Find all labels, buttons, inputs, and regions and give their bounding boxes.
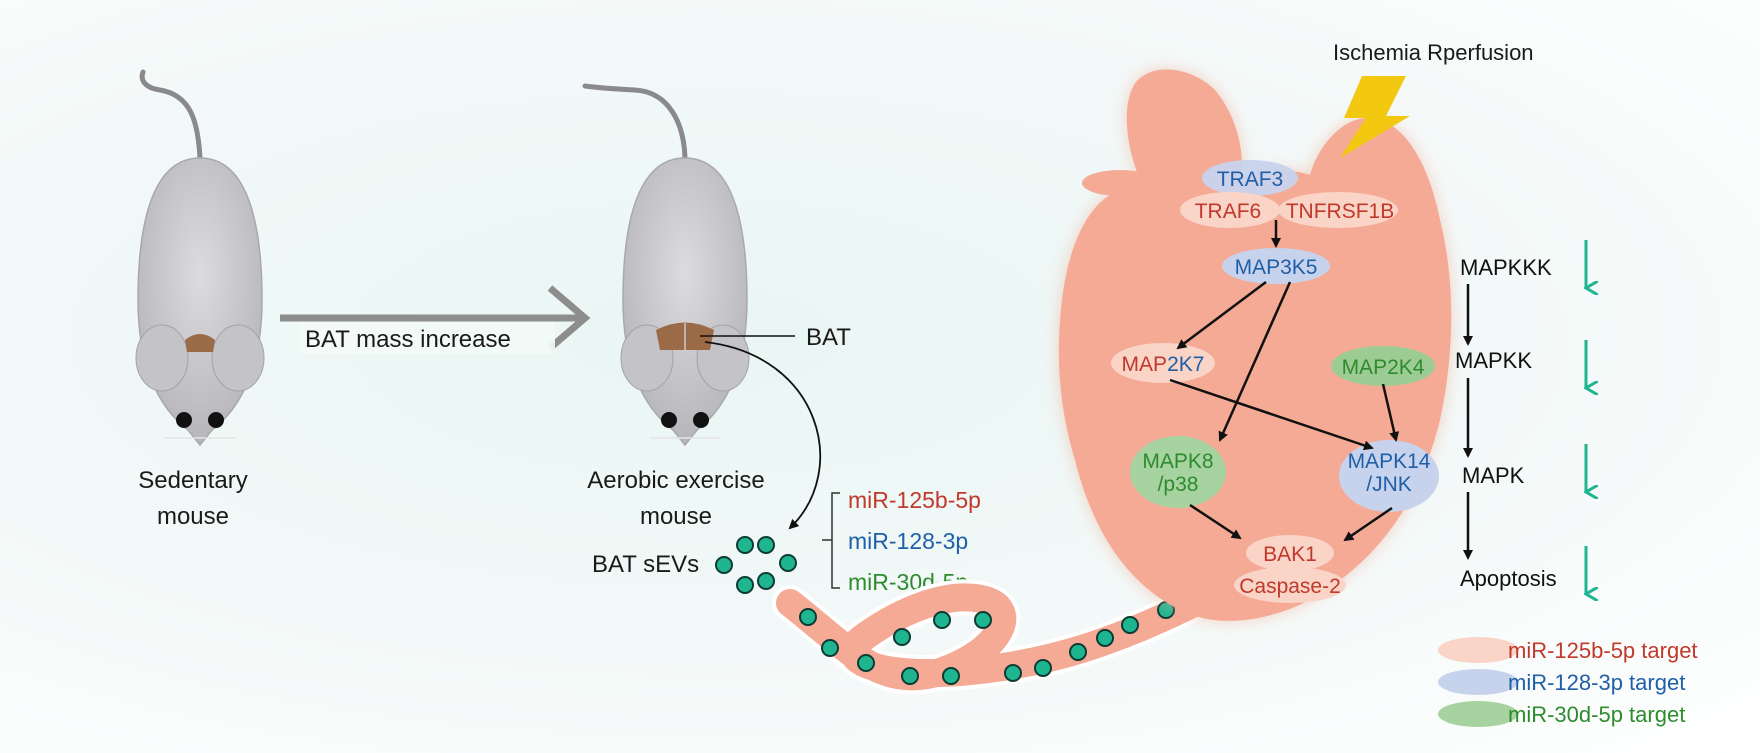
transition-label-bg	[300, 322, 555, 354]
pathway-arrows	[1169, 220, 1400, 542]
mouse-eye-left	[661, 412, 677, 428]
mouse-ear-left	[135, 324, 189, 392]
map2k7-label: MAP2K7	[1122, 353, 1205, 376]
mapk14-highlight	[1339, 440, 1439, 512]
blood-vessel	[772, 579, 1218, 695]
vesicle	[757, 536, 775, 554]
vesicle	[942, 667, 960, 685]
mouse-tail	[582, 83, 688, 161]
map2k7-part-a: MAP	[1122, 353, 1168, 376]
mapk-cascade: MAPKKK MAPKK MAPK Apoptosis	[1455, 240, 1586, 594]
vesicle	[779, 554, 797, 572]
caspase2-label: Caspase-2	[1239, 575, 1341, 598]
cascade-apoptosis: Apoptosis	[1460, 566, 1557, 591]
vesicle	[893, 628, 911, 646]
traf3-label: TRAF3	[1217, 168, 1284, 191]
lightning-bolt-icon	[1340, 76, 1410, 158]
cascade-mapk: MAPK	[1462, 463, 1525, 488]
vesicle	[799, 608, 817, 626]
traf6-highlight	[1180, 192, 1280, 228]
mapk8-label-1: MAPK8	[1142, 450, 1213, 473]
vesicle	[736, 536, 754, 554]
caspase2-highlight	[1234, 567, 1346, 603]
vesicle	[1034, 659, 1052, 677]
transition-arrow-head	[547, 285, 591, 351]
circulating-vesicles	[799, 588, 1209, 685]
aerobic-label-2: mouse	[640, 503, 712, 530]
target-highlights	[1111, 160, 1439, 603]
mouse-eye-right	[693, 412, 709, 428]
vesicle	[933, 611, 951, 629]
legend-label-2: miR-128-3p target	[1508, 670, 1685, 695]
bak1-highlight	[1246, 535, 1334, 571]
arrow-mapk14-to-bak1	[1343, 506, 1393, 542]
aerobic-label-1: Aerobic exercise	[587, 467, 764, 494]
map2k4-label: MAP2K4	[1342, 356, 1425, 379]
vesicle	[901, 667, 919, 685]
vesicle	[1004, 664, 1022, 682]
sev-cluster	[715, 536, 797, 594]
legend-swatch-blue	[1438, 669, 1518, 695]
map3k5-label: MAP3K5	[1235, 256, 1318, 279]
mapk8-highlight	[1130, 436, 1226, 508]
bat-sevs-label: BAT sEVs	[592, 551, 699, 578]
sedentary-label-1: Sedentary	[138, 467, 247, 494]
vesicle	[857, 654, 875, 672]
mouse-eye-right	[208, 412, 224, 428]
legend-swatch-red	[1438, 637, 1518, 663]
sedentary-label-2: mouse	[157, 503, 229, 530]
mapk14-label-1: MAPK14	[1348, 450, 1431, 473]
cascade-mapkk: MAPKK	[1455, 348, 1532, 373]
pathway-labels: TRAF3 TRAF6 TNFRSF1B MAP3K5 MAP2K7 MAP2K…	[1122, 168, 1431, 598]
transition-label: BAT mass increase	[305, 326, 511, 353]
vesicle	[1096, 629, 1114, 647]
legend-swatch-green	[1438, 701, 1518, 727]
vesicle	[757, 572, 775, 590]
heart	[1058, 69, 1452, 621]
tnfrsf1b-label: TNFRSF1B	[1286, 200, 1395, 223]
vesicle	[715, 556, 733, 574]
traf6-label: TRAF6	[1195, 200, 1262, 223]
legend-label-1: miR-125b-5p target	[1508, 638, 1698, 663]
vesicle	[736, 576, 754, 594]
mirna-bracket	[822, 492, 840, 589]
map3k5-highlight	[1222, 248, 1330, 284]
mouse-tail	[139, 69, 203, 161]
arrow-map3k5-to-mapk8	[1218, 281, 1292, 442]
map2k4-highlight	[1331, 346, 1435, 386]
vesicle	[821, 639, 839, 657]
mapk8-label-2: /p38	[1158, 473, 1199, 496]
legend-label-3: miR-30d-5p target	[1508, 702, 1685, 727]
bat-label: BAT	[806, 324, 851, 351]
arrow-map3k5-to-map2k7	[1176, 281, 1267, 350]
aerobic-mouse	[582, 83, 750, 447]
sedentary-mouse	[135, 69, 265, 447]
bak1-label: BAK1	[1263, 543, 1317, 566]
mirna-1: miR-125b-5p	[848, 487, 981, 513]
mirna-2: miR-128-3p	[848, 528, 968, 554]
mapk14-label-2: /JNK	[1366, 473, 1412, 496]
vesicle	[1121, 616, 1139, 634]
mouse-body	[622, 157, 748, 447]
map2k7-part-b: 2K7	[1167, 353, 1204, 376]
arrow-mapk8-to-bak1	[1189, 503, 1242, 540]
mouse-ear-right	[211, 324, 265, 392]
arrow-map2k4-to-mapk14	[1381, 383, 1400, 442]
bat-tissue-small	[185, 334, 215, 352]
traf3-highlight	[1202, 160, 1298, 196]
mouse-eye-left	[176, 412, 192, 428]
tnfrsf1b-highlight	[1278, 192, 1398, 228]
vesicle	[1069, 643, 1087, 661]
mouse-body	[137, 157, 263, 447]
map2k7-highlight	[1111, 343, 1215, 383]
ischemia-label: Ischemia Rperfusion	[1333, 40, 1534, 65]
arrow-map2k7-to-mapk14	[1169, 378, 1374, 451]
cascade-mapkkk: MAPKKK	[1460, 255, 1552, 280]
heart-vessel-left	[1082, 170, 1158, 196]
vesicle	[974, 611, 992, 629]
bat-secretion-arrow	[704, 341, 822, 530]
legend: miR-125b-5p target miR-128-3p target miR…	[1438, 637, 1698, 727]
